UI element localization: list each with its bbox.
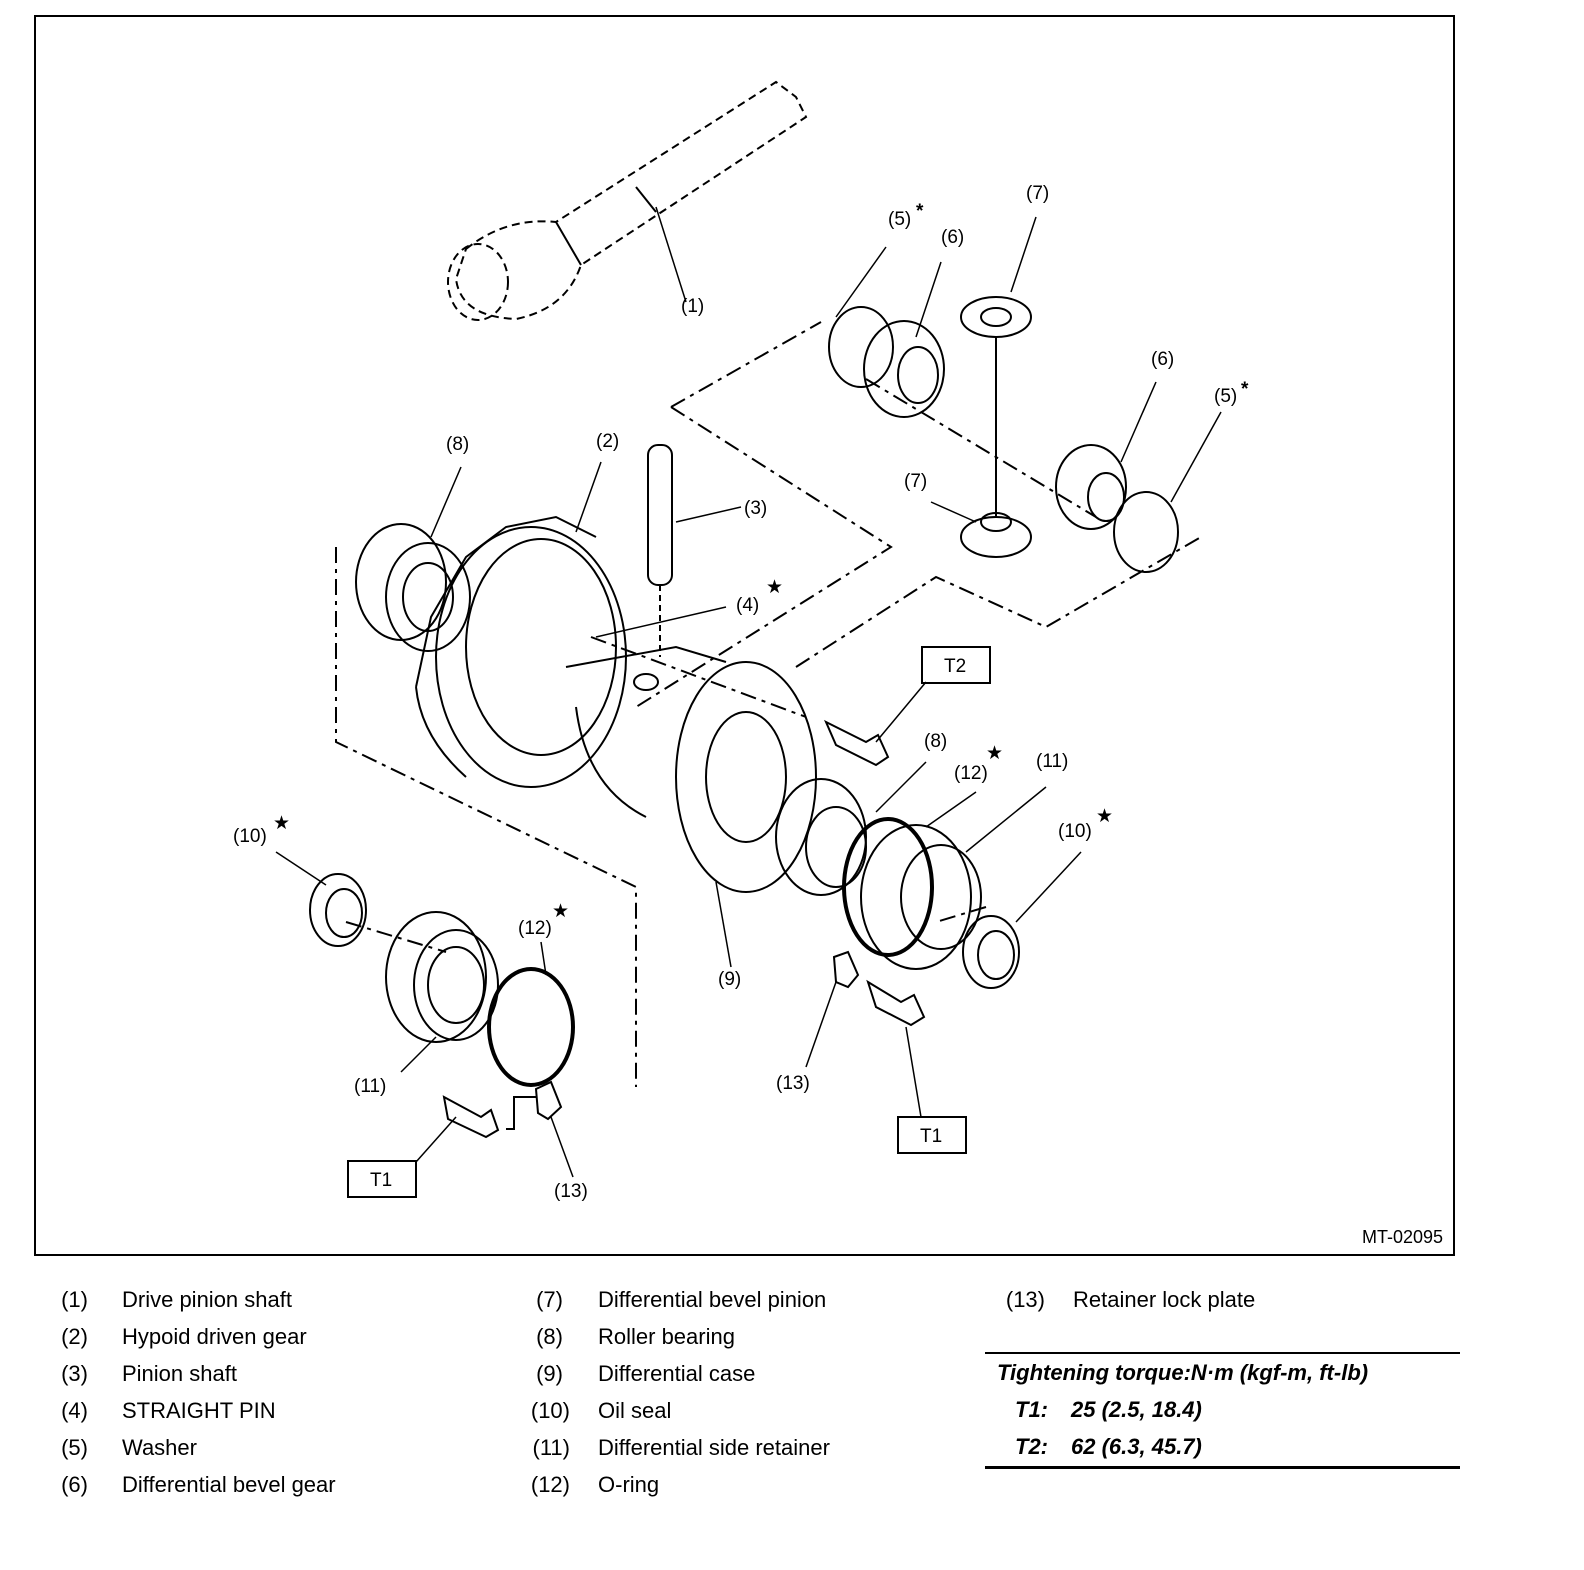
star-12-left: ★ xyxy=(552,901,569,922)
legend-num: (13) xyxy=(1005,1287,1045,1312)
legend-name: Oil seal xyxy=(598,1398,672,1423)
side-retainer-right xyxy=(842,817,982,970)
legend-name: Differential case xyxy=(598,1361,756,1386)
legend-name: Differential side retainer xyxy=(598,1435,830,1460)
star-10-right: ★ xyxy=(1096,806,1113,827)
t1-box-left xyxy=(347,1160,417,1198)
roller-bearing-right xyxy=(775,778,867,896)
torque-key: T2: xyxy=(1015,1434,1048,1459)
legend-num: (2) xyxy=(61,1324,88,1349)
legend-num: (5) xyxy=(61,1435,88,1460)
callout-8-left: (8) xyxy=(446,434,469,455)
torque-row-t2: T2: 62 (6.3, 45.7) xyxy=(1015,1434,1202,1460)
callout-3: (3) xyxy=(744,498,767,519)
differential-exploded-view: (1) (2) (3) (4) ★ (5) * (6) (7) (6) (5) … xyxy=(233,80,1249,1202)
hypoid-driven-gear xyxy=(415,515,627,788)
drive-pinion-shaft xyxy=(447,80,808,321)
t2-box xyxy=(921,646,991,684)
exploded-diagram-frame: (1) (2) (3) (4) ★ (5) * (6) (7) (6) (5) … xyxy=(34,15,1455,1256)
t1-box-right xyxy=(897,1116,967,1154)
lock-plate-left xyxy=(442,1080,563,1139)
legend-name: Pinion shaft xyxy=(122,1361,237,1386)
torque-row-t1: T1: 25 (2.5, 18.4) xyxy=(1015,1397,1202,1423)
callout-10-right: (10) xyxy=(1058,821,1092,842)
legend-name: Roller bearing xyxy=(598,1324,735,1349)
torque-value: 62 (6.3, 45.7) xyxy=(1071,1434,1202,1459)
star-4: ★ xyxy=(766,577,783,598)
legend-name: Retainer lock plate xyxy=(1073,1287,1256,1312)
t1-label-right: T1 xyxy=(920,1126,942,1147)
callout-8-right: (8) xyxy=(924,731,947,752)
t2-label: T2 xyxy=(944,656,966,677)
callout-11-right: (11) xyxy=(1036,751,1068,772)
figure-id: MT-02095 xyxy=(1361,1227,1443,1247)
callout-11-left: (11) xyxy=(354,1076,386,1097)
legend-name: Washer xyxy=(122,1435,197,1460)
callout-7-lower: (7) xyxy=(904,471,927,492)
side-retainer-left xyxy=(385,911,499,1043)
legend-num: (8) xyxy=(536,1324,563,1349)
asterisk-5-upper: * xyxy=(916,201,924,222)
callout-10-left: (10) xyxy=(233,826,267,847)
o-ring-left xyxy=(487,967,575,1087)
legend-num: (11) xyxy=(532,1435,571,1460)
callout-5-lower: (5) xyxy=(1214,386,1237,407)
legend-name: O-ring xyxy=(598,1472,660,1497)
torque-title: Tightening torque:N·m (kgf-m, ft-lb) xyxy=(997,1360,1369,1385)
star-10-left: ★ xyxy=(273,813,290,834)
callout-12-right: (12) xyxy=(954,763,988,784)
t1-label-left: T1 xyxy=(370,1170,392,1191)
pinion-shaft xyxy=(647,444,673,657)
torque-key: T1: xyxy=(1015,1397,1048,1422)
legend-num: (4) xyxy=(61,1398,88,1423)
legend-num: (1) xyxy=(61,1287,88,1312)
callout-7-upper: (7) xyxy=(1026,183,1049,204)
torque-value: 25 (2.5, 18.4) xyxy=(1071,1397,1202,1422)
oil-seal-right xyxy=(962,915,1020,989)
legend-num: (12) xyxy=(530,1472,570,1497)
legend-name: Hypoid driven gear xyxy=(122,1324,307,1349)
callout-4: (4) xyxy=(736,595,759,616)
tightening-torque-table: Tightening torque:N·m (kgf-m, ft-lb) T1:… xyxy=(985,1352,1460,1469)
legend-num: (9) xyxy=(536,1361,563,1386)
callout-1: (1) xyxy=(681,296,704,317)
lock-plate-right xyxy=(832,950,926,1027)
legend-num: (7) xyxy=(536,1287,563,1312)
differential-bevel-gears xyxy=(828,296,1179,573)
legend-num: (6) xyxy=(61,1472,88,1497)
legend-name: Differential bevel pinion xyxy=(598,1287,827,1312)
legend-num: (3) xyxy=(61,1361,88,1386)
callout-2: (2) xyxy=(596,431,619,452)
oil-seal-left xyxy=(309,873,367,947)
callout-9: (9) xyxy=(718,969,741,990)
callout-13-left: (13) xyxy=(554,1181,588,1202)
legend-name: Drive pinion shaft xyxy=(122,1287,292,1312)
leader-lines xyxy=(275,206,1222,1178)
callout-6-upper: (6) xyxy=(941,227,964,248)
roller-bearing-left xyxy=(355,523,471,652)
star-12-right: ★ xyxy=(986,743,1003,764)
callout-5-upper: (5) xyxy=(888,209,911,230)
t2-bolt xyxy=(823,719,890,767)
legend-num: (10) xyxy=(530,1398,570,1423)
callout-6-lower: (6) xyxy=(1151,349,1174,370)
differential-case xyxy=(565,645,817,893)
callout-12-left: (12) xyxy=(518,918,552,939)
callout-13-right: (13) xyxy=(776,1073,810,1094)
asterisk-5-lower: * xyxy=(1241,379,1249,400)
legend-name: Differential bevel gear xyxy=(122,1472,336,1497)
legend-name: STRAIGHT PIN xyxy=(122,1398,276,1423)
